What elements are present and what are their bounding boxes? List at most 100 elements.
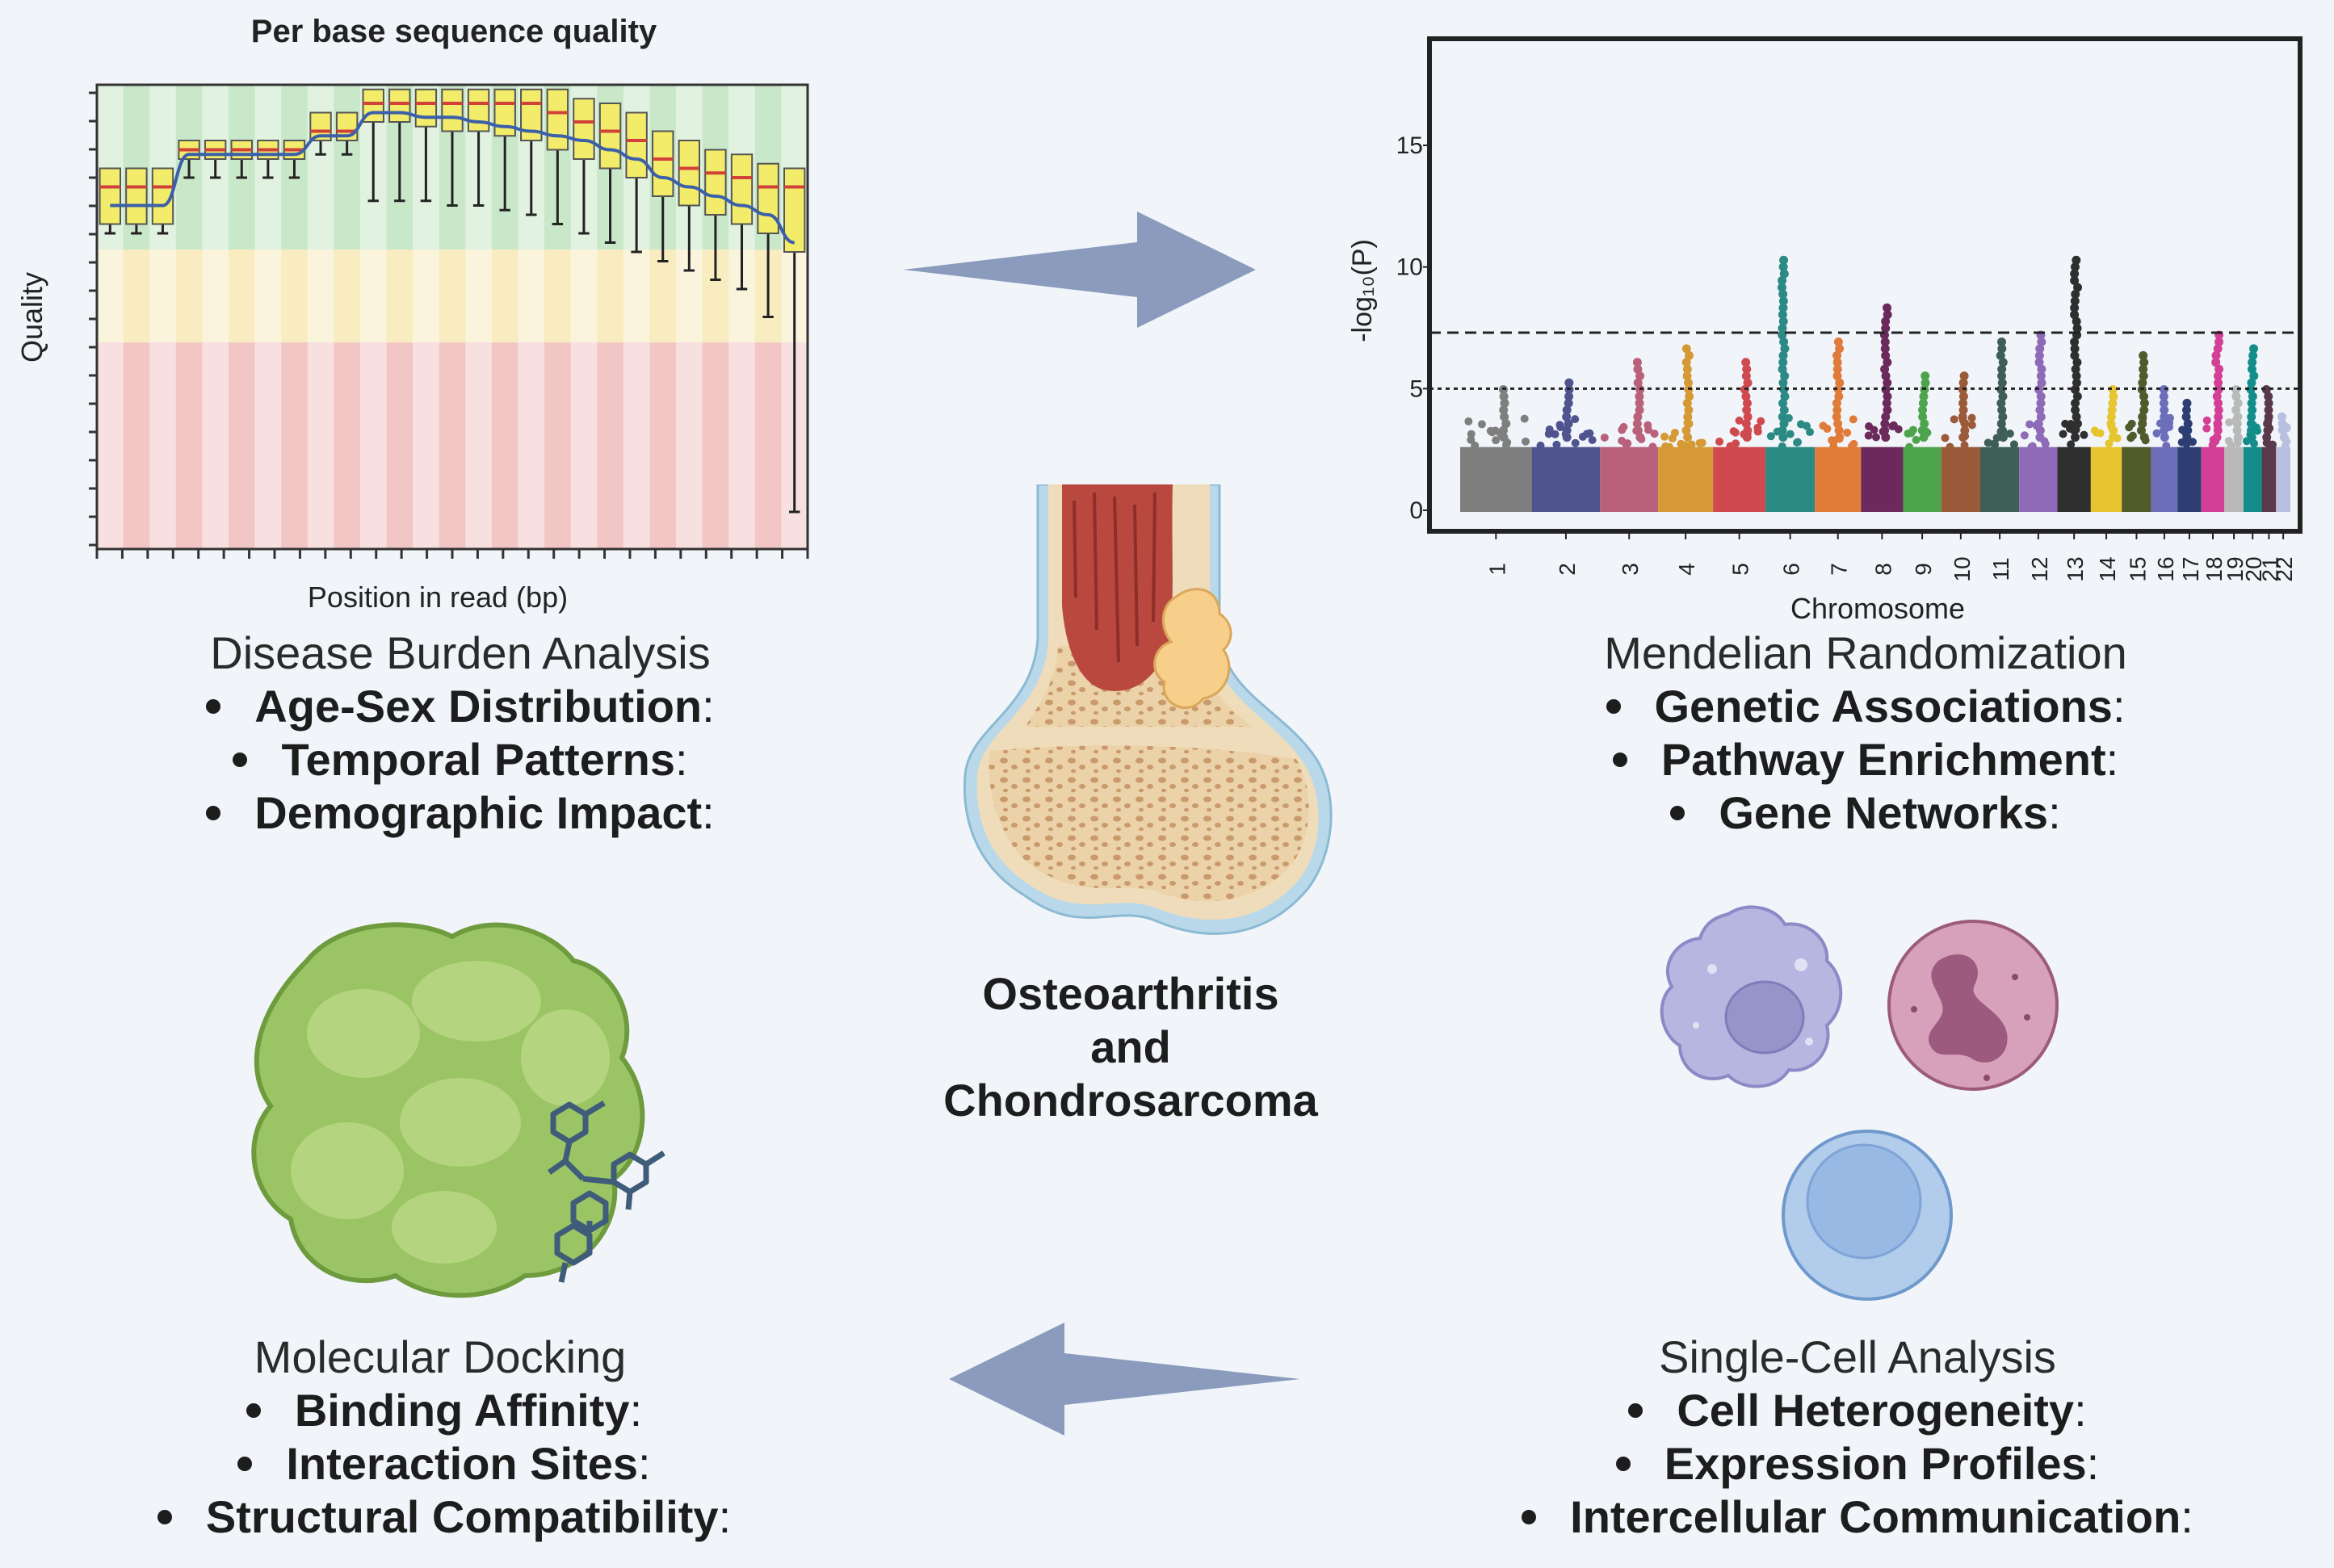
snp-point xyxy=(2034,419,2043,429)
snp-point xyxy=(1941,434,1950,442)
snp-point xyxy=(1881,385,1891,395)
snp-point xyxy=(1843,428,1852,437)
snp-point xyxy=(1499,392,1509,401)
quality-box xyxy=(125,167,148,225)
snp-point xyxy=(2212,392,2222,401)
x-tick-label: 19 xyxy=(2223,556,2248,581)
snp-point xyxy=(1684,350,1694,360)
snp-point xyxy=(2264,392,2273,401)
snp-point xyxy=(2109,426,2118,435)
snp-point xyxy=(2071,289,2080,299)
snp-point xyxy=(2106,412,2116,421)
snp-point xyxy=(2247,364,2256,374)
snp-point xyxy=(2160,433,2169,442)
fastqc-chart: Per base sequence quality Quality Positi… xyxy=(15,14,809,614)
snp-point xyxy=(2071,405,2080,415)
snp-point xyxy=(1958,412,1967,421)
snp-point xyxy=(1632,358,1642,367)
snp-point xyxy=(1832,412,1841,421)
snp-point xyxy=(2233,412,2243,421)
snp-point xyxy=(1833,337,1843,346)
snp-point xyxy=(1881,433,1891,442)
snp-point xyxy=(1883,392,1892,401)
snp-point xyxy=(2037,378,2046,388)
snp-point xyxy=(1684,378,1694,388)
list-item-label: Temporal Patterns xyxy=(281,734,675,785)
snp-point xyxy=(1997,344,2007,354)
snp-point xyxy=(1499,405,1509,415)
snp-point xyxy=(1552,440,1561,449)
x-tick-label: 3 xyxy=(1618,563,1643,576)
list-item-colon: : xyxy=(702,787,715,838)
snp-point xyxy=(1477,420,1486,429)
snp-point xyxy=(2247,426,2256,435)
snp-point xyxy=(2070,276,2080,286)
list-item-label: Pathway Enrichment xyxy=(1660,734,2106,785)
list-item-colon: : xyxy=(638,1438,651,1489)
snp-point xyxy=(1864,431,1873,440)
bullet-icon xyxy=(233,753,248,768)
cell-granule xyxy=(1693,1022,1699,1029)
zone-stripe xyxy=(97,249,124,343)
snp-point xyxy=(1743,378,1753,388)
quality-box xyxy=(652,130,674,197)
snp-point xyxy=(2070,296,2080,306)
quality-box xyxy=(441,88,464,132)
snp-point xyxy=(1786,430,1795,438)
snp-point xyxy=(1632,419,1642,429)
protein-lobe xyxy=(521,1009,610,1106)
snp-point xyxy=(2247,398,2256,408)
snp-point xyxy=(1492,436,1501,445)
center-title-line2: and xyxy=(1090,1021,1171,1072)
x-tick-label: 1 xyxy=(1484,563,1509,576)
list-item: Temporal Patterns: xyxy=(145,733,775,786)
zone-stripe xyxy=(307,342,334,549)
snp-point xyxy=(1635,371,1645,381)
snp-point xyxy=(1743,412,1753,421)
snp-point xyxy=(1880,426,1890,435)
snp-point xyxy=(2020,431,2029,440)
snp-point xyxy=(1960,419,1970,429)
bullet-icon xyxy=(1612,753,1627,768)
snp-point xyxy=(2035,344,2045,354)
bullet-icon xyxy=(157,1510,172,1525)
zone-stripe xyxy=(254,249,282,343)
snp-point xyxy=(2248,350,2258,360)
snp-point xyxy=(1633,426,1643,435)
snp-point xyxy=(1499,433,1509,442)
protein-lobe xyxy=(291,1122,404,1219)
snp-point xyxy=(2248,358,2257,367)
snp-point xyxy=(1998,392,2008,401)
snp-point xyxy=(2005,430,2014,438)
snp-point xyxy=(2067,440,2076,449)
snp-point xyxy=(2261,385,2271,395)
snp-point xyxy=(2213,344,2223,354)
snp-point xyxy=(1794,438,1803,447)
zone-stripe xyxy=(728,342,755,549)
snp-point xyxy=(2136,426,2146,435)
single-cell-title: Single-Cell Analysis xyxy=(1659,1331,2056,1382)
snp-point xyxy=(1681,344,1691,354)
snp-point xyxy=(1779,337,1789,346)
snp-point xyxy=(1564,392,1574,401)
snp-point xyxy=(2152,429,2161,438)
list-item-label: Intercellular Communication xyxy=(1570,1491,2181,1542)
snp-point xyxy=(2211,358,2221,367)
chromosome-band xyxy=(1903,447,1942,512)
quality-box xyxy=(573,98,595,160)
snp-point xyxy=(1997,371,2007,381)
snp-point xyxy=(1872,433,1881,442)
fastqc-ylabel: Quality xyxy=(15,272,48,363)
snp-point xyxy=(1883,303,1892,312)
zone-stripe xyxy=(676,342,703,549)
snp-point xyxy=(1522,437,1530,446)
snp-point xyxy=(1778,398,1788,408)
quality-box xyxy=(546,88,569,151)
snp-point xyxy=(1950,415,1958,424)
snp-point xyxy=(2080,430,2088,439)
snp-point xyxy=(1650,430,1659,438)
snp-point xyxy=(1501,419,1511,429)
snp-point xyxy=(1834,392,1844,401)
snp-point xyxy=(1683,433,1693,442)
